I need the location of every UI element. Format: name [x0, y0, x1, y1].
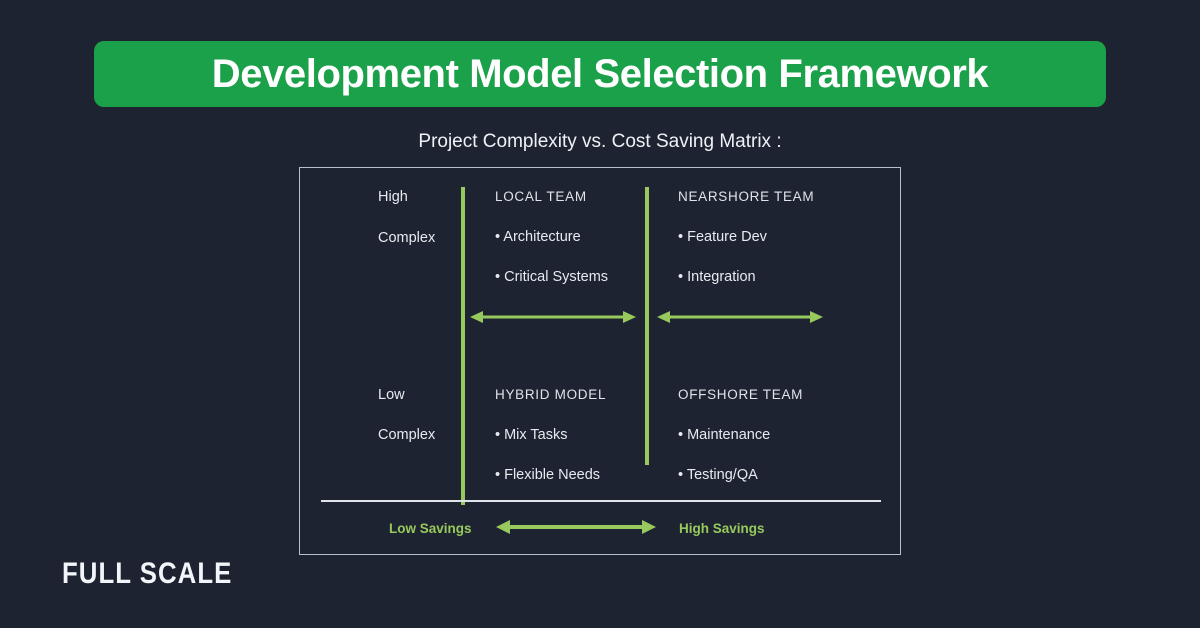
- axis-label-high-complex: Complex: [378, 230, 436, 246]
- arrow-left-quadrant-bidirectional: [470, 311, 636, 323]
- arrow-savings-scale: [496, 520, 656, 534]
- quadrant-heading-nearshore-team: NEARSHORE TEAM: [678, 189, 815, 204]
- bullet-nearshore-team-0: • Feature Dev: [678, 229, 767, 245]
- page-title: Development Model Selection Framework: [211, 51, 989, 96]
- label-high-savings: High Savings: [679, 521, 765, 536]
- bullet-offshore-team-0: • Maintenance: [678, 427, 771, 443]
- divider-dashed-right: [645, 187, 649, 465]
- axis-label-low-complex: Complex: [378, 427, 436, 443]
- label-low-savings: Low Savings: [389, 521, 472, 536]
- bullet-nearshore-team-1: • Integration: [678, 269, 756, 285]
- title-banner: Development Model Selection Framework: [94, 41, 1106, 107]
- brand-logo-full-scale: FULL SCALE: [62, 557, 233, 590]
- quadrant-heading-offshore-team: OFFSHORE TEAM: [678, 387, 804, 402]
- quadrant-heading-hybrid-model: HYBRID MODEL: [495, 387, 607, 402]
- complexity-cost-matrix: High Complex LOCAL TEAM • Architecture •…: [299, 167, 901, 555]
- bullet-offshore-team-1: • Testing/QA: [678, 467, 758, 483]
- arrow-right-quadrant-bidirectional: [657, 311, 823, 323]
- quadrant-heading-local-team: LOCAL TEAM: [495, 189, 587, 204]
- footer-divider: [321, 500, 881, 502]
- subtitle: Project Complexity vs. Cost Saving Matri…: [418, 131, 782, 152]
- divider-dashed-left: [461, 187, 465, 505]
- bullet-local-team-1: • Critical Systems: [495, 269, 609, 285]
- bullet-hybrid-model-1: • Flexible Needs: [495, 467, 601, 483]
- bullet-local-team-0: • Architecture: [495, 229, 581, 245]
- bullet-hybrid-model-0: • Mix Tasks: [495, 427, 568, 443]
- axis-label-high: High: [378, 189, 408, 205]
- axis-label-low: Low: [378, 387, 405, 403]
